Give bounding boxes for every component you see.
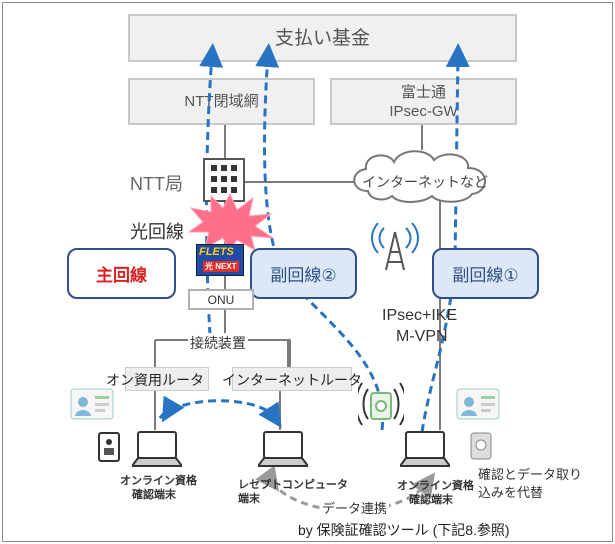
main-line-label: 主回線 bbox=[96, 266, 147, 285]
face-auth-icon bbox=[358, 382, 404, 426]
laptop-icon bbox=[132, 431, 182, 467]
online-router-label: オン資用ルータ bbox=[106, 372, 204, 388]
terminal-left-label-2: 確認端末 bbox=[132, 489, 176, 501]
sub-line-2-box: 副回線② bbox=[250, 248, 357, 299]
main-line-box: 主回線 bbox=[67, 248, 176, 299]
laptop-icon bbox=[258, 431, 308, 467]
ntt-closed-network-box: NTT閉域網 bbox=[128, 78, 315, 125]
terminal-right-label-1: オンライン資格 bbox=[397, 480, 474, 492]
terminal-right-label-2: 確認端末 bbox=[409, 494, 453, 506]
building-icon bbox=[203, 158, 245, 202]
ntt-station-label: NTT局 bbox=[130, 174, 183, 194]
card-reader-icon bbox=[98, 432, 120, 462]
card-reader-icon bbox=[470, 432, 492, 460]
antenna-icon bbox=[371, 222, 419, 271]
sub-line-1-box: 副回線① bbox=[432, 248, 539, 299]
online-router bbox=[125, 367, 209, 391]
flets-logo-sub: 光 NEXT bbox=[203, 261, 239, 272]
receipt-label-2: 端末 bbox=[238, 493, 260, 505]
data-link-label: データ連携 bbox=[320, 498, 390, 517]
laptop-icon bbox=[400, 431, 450, 467]
internet-router bbox=[232, 367, 352, 391]
id-card-icon bbox=[70, 388, 114, 420]
internet-label: インターネットなど bbox=[362, 174, 488, 190]
fujitsu-label: 富士通 bbox=[400, 83, 446, 101]
burst-icon bbox=[187, 192, 274, 252]
ipsec-gw-label: IPsec-GW bbox=[389, 102, 458, 120]
internet-router-label: インターネットルータ bbox=[222, 372, 362, 388]
flets-logo: FLETS 光 NEXT bbox=[196, 244, 244, 276]
connection-device-label: 接続装置 bbox=[188, 333, 248, 353]
confirm-label-2: 込みを代替 bbox=[478, 485, 544, 500]
ntt-closed-network-label: NTT閉域網 bbox=[184, 93, 259, 110]
ipsec-ike-label: IPsec+IKE bbox=[382, 307, 458, 324]
onu-label: ONU bbox=[207, 292, 235, 307]
confirm-label-1: 確認とデータ取り bbox=[478, 467, 583, 482]
receipt-label-1: レセプトコンピュータ bbox=[238, 479, 348, 491]
sub-line-1-label: 副回線① bbox=[452, 266, 519, 285]
terminal-left-label-1: オンライン資格 bbox=[120, 475, 197, 487]
m-vpn-label: M-VPN bbox=[396, 328, 448, 345]
fujitsu-gw-box: 富士通 IPsec-GW bbox=[330, 78, 517, 125]
onu-box: ONU bbox=[188, 289, 254, 310]
flets-logo-text: FLETS bbox=[199, 246, 234, 258]
footer-label: by 保険証確認ツール (下記8.参照) bbox=[298, 522, 510, 538]
id-card-icon bbox=[456, 388, 500, 420]
optical-line-label: 光回線 bbox=[130, 222, 184, 242]
cloud-icon bbox=[353, 150, 486, 203]
fund-label: 支払い基金 bbox=[274, 27, 370, 49]
sub-line-2-label: 副回線② bbox=[270, 266, 337, 285]
